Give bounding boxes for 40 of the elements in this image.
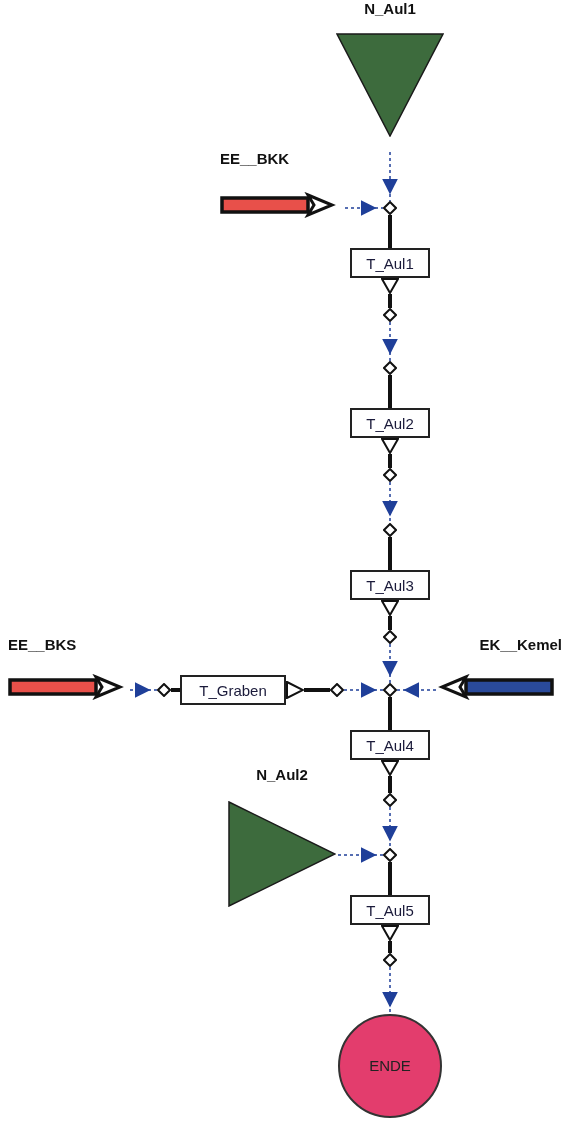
flow-line [171, 688, 180, 692]
dashed-arrow [382, 151, 398, 202]
junction-diamond [383, 201, 397, 215]
junction-diamond [330, 683, 344, 697]
node-label: N_Aul2 [256, 766, 308, 785]
junction-diamond [383, 468, 397, 482]
dashed-arrow [382, 643, 398, 684]
junction-diamond [383, 361, 397, 375]
node-label: EE__BKS [8, 636, 77, 655]
dashed-arrow [343, 682, 384, 698]
junction-diamond [383, 630, 397, 644]
junction-diamond [383, 793, 397, 807]
flow-line [388, 862, 392, 895]
junction-diamond [383, 683, 397, 697]
flow-line [388, 616, 392, 630]
flow-line [388, 375, 392, 408]
dashed-arrow [382, 966, 398, 1015]
node-label: EE__BKK [220, 150, 290, 169]
dashed-arrow [396, 682, 437, 698]
flow-line [388, 215, 392, 248]
dashed-arrow [337, 847, 384, 863]
flow-line [388, 454, 392, 468]
dashed-arrow [129, 682, 158, 698]
flow-line [304, 688, 330, 692]
flow-line [388, 697, 392, 730]
dashed-arrow [382, 321, 398, 362]
junction-diamond [383, 308, 397, 322]
flow-line [388, 776, 392, 793]
junction-diamond [157, 683, 171, 697]
flow-line [388, 537, 392, 570]
flow-line [388, 941, 392, 953]
junction-diamond [383, 953, 397, 967]
flow-line [388, 294, 392, 308]
dashed-arrow [382, 806, 398, 849]
dashed-arrow [344, 200, 384, 216]
junction-diamond [383, 523, 397, 537]
node-label: EK__Kemel [479, 636, 562, 655]
junction-diamond [383, 848, 397, 862]
node-label: N_Aul1 [364, 0, 416, 19]
dashed-arrow [382, 481, 398, 524]
